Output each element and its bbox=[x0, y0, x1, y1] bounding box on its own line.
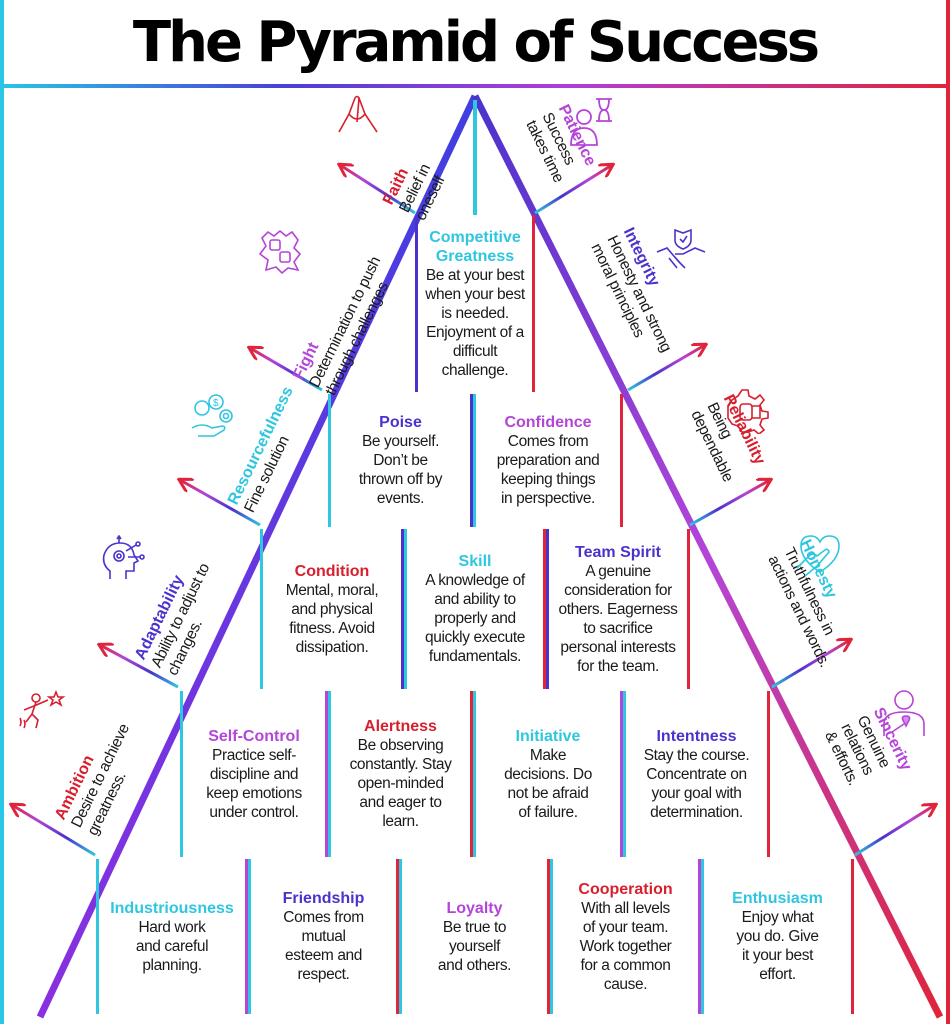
block-description: Stay the course. Concentrate on your goa… bbox=[643, 746, 750, 821]
block-title: Industriousness bbox=[110, 899, 234, 917]
block-title: Friendship bbox=[282, 890, 365, 907]
head-gear-icon bbox=[102, 535, 145, 579]
block-intentness: Intentness Stay the course. Concentrate … bbox=[623, 691, 770, 857]
block-cooperation: Cooperation With all levels of your team… bbox=[550, 859, 701, 1014]
block-poise: Poise Be yourself. Don’t be thrown off b… bbox=[328, 394, 473, 527]
block-description: Be true to yourself and others. bbox=[437, 918, 512, 974]
block-description: Be observing constantly. Stay open-minde… bbox=[349, 737, 452, 830]
block-description: A knowledge of and ability to properly a… bbox=[425, 572, 525, 665]
title-divider bbox=[0, 84, 950, 88]
block-title: Poise bbox=[379, 414, 422, 431]
reaching-star-icon bbox=[19, 689, 66, 729]
block-title: Cooperation bbox=[578, 880, 673, 898]
block-title: Initiative bbox=[515, 727, 581, 745]
block-industriousness: Industriousness Hard work and careful pl… bbox=[96, 859, 248, 1014]
block-team-spirit: Team Spirit A genuine consideration for … bbox=[546, 529, 690, 689]
person-heart-icon bbox=[883, 690, 925, 736]
block-description: Practice self- discipline and keep emoti… bbox=[206, 746, 302, 821]
block-friendship: Friendship Comes from mutual esteem and … bbox=[248, 859, 399, 1014]
block-description: Hard work and careful planning. bbox=[135, 918, 209, 974]
block-initiative: Initiative Make decisions. Do not be afr… bbox=[473, 691, 623, 857]
hand-heart-icon bbox=[796, 535, 840, 577]
frame-left-border bbox=[0, 0, 4, 1024]
block-title: Intentness bbox=[656, 727, 737, 745]
frame-right-border bbox=[946, 0, 950, 1024]
block-description: With all levels of your team. Work toget… bbox=[579, 899, 672, 993]
block-title: Loyalty bbox=[446, 899, 503, 917]
praying-hands-icon bbox=[338, 95, 378, 133]
person-hourglass-icon bbox=[570, 98, 612, 146]
page-title: The Pyramid of Success bbox=[132, 9, 820, 75]
block-description: Comes from preparation and keeping thing… bbox=[496, 433, 600, 507]
block-description: Make decisions. Do not be afraid of fail… bbox=[504, 746, 592, 821]
block-self-control: Self-Control Practice self- discipline a… bbox=[180, 691, 328, 857]
pyramid-right-edge bbox=[471, 94, 944, 1019]
block-description: Be at your best when your best is needed… bbox=[425, 266, 525, 379]
block-description: Mental, moral, and physical fitness. Avo… bbox=[285, 581, 379, 656]
svg-text:$: $ bbox=[213, 398, 219, 409]
block-title: Self-Control bbox=[208, 727, 300, 745]
block-description: Comes from mutual esteem and respect. bbox=[283, 909, 364, 983]
block-alertness: Alertness Be observing constantly. Stay … bbox=[328, 691, 473, 857]
pyramid-left-edge bbox=[36, 94, 479, 1019]
block-title: Alertness bbox=[364, 718, 437, 735]
block-condition: Condition Mental, moral, and physical fi… bbox=[260, 529, 404, 689]
block-title: Competitive Greatness bbox=[429, 228, 521, 265]
block-title: Condition bbox=[294, 562, 370, 580]
handshake-shield-icon bbox=[656, 228, 706, 269]
block-confidence: Confidence Comes from preparation and ke… bbox=[473, 394, 623, 527]
gear-thumbs-up-icon bbox=[727, 389, 769, 434]
block-title: Team Spirit bbox=[575, 543, 661, 561]
block-skill: Skill A knowledge of and ability to prop… bbox=[404, 529, 546, 689]
block-description: A genuine consideration for others. Eage… bbox=[558, 562, 678, 675]
block-competitive-greatness: Competitive Greatness Be at your best wh… bbox=[415, 215, 535, 392]
block-loyalty: Loyalty Be true to yourself and others. bbox=[399, 859, 550, 1014]
block-title: Skill bbox=[458, 553, 492, 570]
block-title: Enthusiasm bbox=[732, 890, 823, 907]
block-description: Enjoy what you do. Give it your best eff… bbox=[736, 909, 819, 983]
block-title: Confidence bbox=[504, 414, 592, 431]
block-description: Be yourself. Don’t be thrown off by even… bbox=[358, 433, 443, 507]
idea-money-gear-icon: $ bbox=[191, 394, 233, 437]
fists-icon bbox=[258, 230, 302, 274]
block-enthusiasm: Enthusiasm Enjoy what you do. Give it yo… bbox=[701, 859, 854, 1014]
